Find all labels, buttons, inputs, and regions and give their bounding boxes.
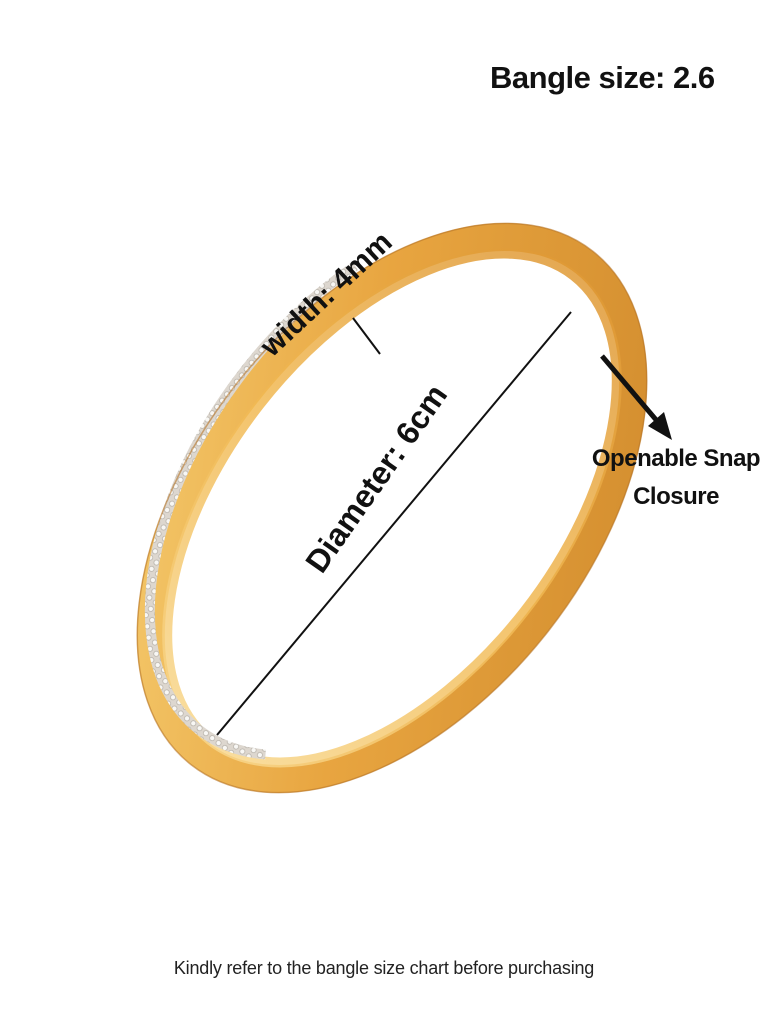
- width-measure-line: [352, 317, 381, 355]
- closure-label-line-1: Openable Snap: [591, 445, 761, 472]
- closure-arrow-icon: [600, 354, 672, 440]
- bangle-band: [136, 222, 648, 794]
- closure-label-line-2: Closure: [633, 483, 719, 510]
- stone-channel: [144, 261, 358, 760]
- closure-label: Openable Snap Closure: [586, 440, 766, 516]
- bangle-size-title: Bangle size: 2.6: [490, 60, 715, 95]
- size-chart-note: Kindly refer to the bangle size chart be…: [173, 958, 595, 978]
- diameter-line: [216, 311, 572, 736]
